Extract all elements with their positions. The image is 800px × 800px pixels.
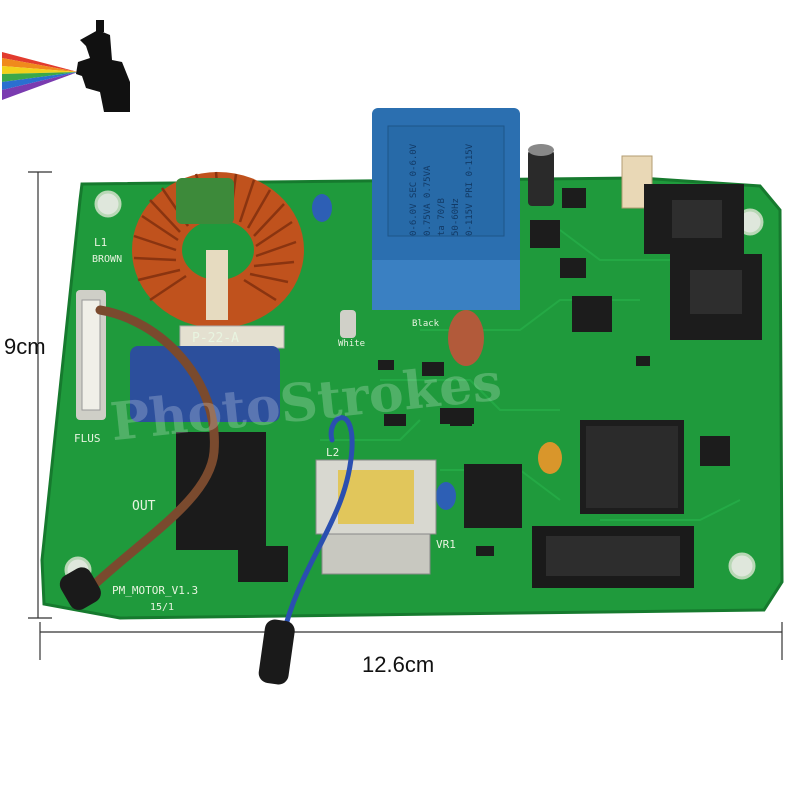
small-blue-capacitor (312, 194, 332, 222)
white-label: White (338, 339, 365, 349)
electrolytic-capacitor (528, 144, 554, 206)
ic-chip (572, 296, 612, 332)
small-blue-capacitor (436, 482, 456, 510)
ic-chip (530, 220, 560, 248)
transformer-text-2: ta 70/B (437, 198, 447, 236)
x-capacitor (130, 346, 280, 422)
brown-label: BROWN (92, 254, 122, 265)
tantalum-capacitor (538, 442, 562, 474)
wire-sleeve (258, 619, 295, 685)
fuse-holder (76, 290, 106, 420)
toroid-tag-text: P-22-A (192, 331, 239, 346)
toroid-inductor (132, 171, 304, 328)
smd-component (450, 414, 472, 426)
smd-component (384, 414, 406, 426)
height-dimension-label: 9cm (4, 334, 46, 359)
width-dimension-line (39, 622, 783, 660)
transformer-text-3: 50-60Hz (451, 198, 461, 236)
l1-label: L1 (94, 236, 107, 249)
out-label: OUT (132, 499, 156, 514)
height-dimension-line (28, 171, 52, 619)
ic-chip (464, 464, 522, 528)
smd-component (422, 362, 444, 376)
ic-chip (562, 188, 586, 208)
fuse-label: FLUS (74, 432, 101, 445)
ic-chip (700, 436, 730, 466)
transformer-text-4: 0-115V PRI 0-115V (465, 143, 475, 236)
date-text: 15/1 (150, 602, 174, 613)
smd-component (378, 360, 394, 370)
jumper-link (340, 310, 356, 338)
two-pin-connector (238, 546, 288, 582)
film-capacitor (448, 310, 484, 366)
ic-chip (560, 258, 586, 278)
blue-wire (279, 415, 355, 643)
rj-jack-top (644, 184, 744, 254)
small-transformer (315, 459, 437, 575)
microcontroller (580, 420, 684, 514)
pin-header-connector (532, 526, 694, 588)
width-dimension-label: 12.6cm (362, 652, 435, 677)
model-text: PM_MOTOR_V1.3 (112, 584, 198, 597)
vr1-label: VR1 (436, 538, 456, 551)
spray-gun-rainbow-logo (2, 20, 130, 112)
wire-sleeve (59, 567, 101, 610)
rj-jack-bottom (670, 254, 762, 340)
smd-component (636, 356, 650, 366)
output-connector (176, 432, 266, 550)
l2-label: L2 (326, 446, 339, 459)
transformer-text-1: 0.75VA 0.75VA (423, 165, 433, 236)
black-label: Black (412, 319, 440, 329)
power-transformer (372, 108, 520, 310)
transformer-text-0: 0-6.0V SEC 0-6.0V (409, 143, 419, 236)
brown-wire (77, 305, 219, 601)
smd-component (476, 546, 494, 556)
